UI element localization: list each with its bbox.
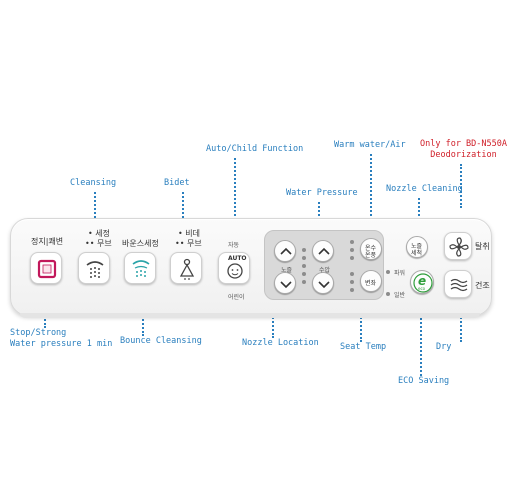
bidet-label-2: •• 무브 bbox=[175, 239, 202, 248]
callout-only-for-line1: Only for BD-N550A bbox=[420, 139, 507, 149]
warm-water-air-button[interactable]: 온수 온풍 bbox=[360, 238, 382, 260]
warm-label-1: 온수 bbox=[365, 245, 377, 252]
warm-label-2: 온풍 bbox=[365, 252, 377, 259]
wind-icon bbox=[450, 278, 468, 292]
leader-seat bbox=[360, 298, 362, 342]
stop-button[interactable] bbox=[30, 252, 62, 284]
leader-bidet bbox=[182, 192, 184, 222]
chevron-up-icon bbox=[318, 247, 330, 255]
cleansing-label-2: •• 무브 bbox=[85, 239, 112, 248]
bounce-cleansing-button[interactable] bbox=[124, 252, 156, 284]
callout-water-pressure: Water Pressure bbox=[286, 188, 358, 198]
callout-only-for-line2: Deodorization bbox=[430, 149, 497, 160]
leader-nozzle-loc bbox=[272, 298, 274, 338]
nozzle-clean-label-2: 세척 bbox=[411, 250, 423, 257]
stop-square-icon bbox=[37, 259, 57, 279]
nozzle-back-button[interactable] bbox=[274, 272, 296, 294]
led bbox=[302, 280, 306, 284]
led bbox=[302, 272, 306, 276]
auto-child-button[interactable]: AUTO bbox=[218, 252, 250, 284]
nozzle-level-leds bbox=[302, 248, 306, 288]
auto-button-text: AUTO bbox=[228, 255, 247, 262]
leader-pressure bbox=[318, 202, 320, 232]
callout-stop-strong-line1: Stop/Strong bbox=[10, 328, 67, 338]
led bbox=[302, 248, 306, 252]
normal-led bbox=[386, 292, 390, 296]
led bbox=[302, 264, 306, 268]
callout-stop-strong: Stop/Strong Water pressure 1 min bbox=[10, 328, 112, 349]
callout-dry: Dry bbox=[436, 342, 452, 352]
chevron-down-icon bbox=[318, 281, 330, 289]
fan-icon bbox=[449, 237, 469, 257]
child-label: 어린이 bbox=[228, 294, 245, 301]
callout-seat-temp: Seat Temp bbox=[340, 342, 387, 352]
deodorization-button[interactable] bbox=[444, 232, 472, 260]
callout-auto-child: Auto/Child Function bbox=[206, 144, 304, 154]
panel-base-shadow bbox=[20, 313, 480, 318]
bidet-person-icon bbox=[179, 258, 195, 280]
leader-deodor bbox=[460, 164, 462, 208]
callout-nozzle-location: Nozzle Location bbox=[242, 338, 319, 348]
dry-label: 건조 bbox=[475, 281, 490, 290]
leader-cleansing bbox=[94, 192, 96, 222]
led bbox=[350, 240, 354, 244]
nozzle-label: 노즐 bbox=[281, 267, 293, 274]
cleansing-button[interactable] bbox=[78, 252, 110, 284]
leader-nozzle-clean bbox=[418, 198, 420, 228]
led bbox=[350, 272, 354, 276]
seat-temp-button[interactable]: 변좌 bbox=[360, 270, 382, 292]
stop-label: 정지|쾌변 bbox=[31, 237, 64, 246]
nozzle-forward-button[interactable] bbox=[274, 240, 296, 262]
child-face-icon bbox=[227, 263, 243, 279]
led bbox=[350, 288, 354, 292]
leader-warm bbox=[370, 154, 372, 232]
callout-only-for-model: Only for BD-N550A Deodorization bbox=[420, 139, 507, 160]
cleansing-spray-icon bbox=[86, 261, 104, 278]
eco-sub: eco bbox=[418, 286, 426, 291]
callout-cleansing: Cleansing bbox=[70, 178, 117, 188]
led bbox=[350, 248, 354, 252]
bidet-label-1: • 비데 bbox=[178, 229, 200, 238]
callout-eco-saving: ECO Saving bbox=[398, 376, 450, 386]
nozzle-cleaning-button[interactable]: 노즐 세척 bbox=[406, 236, 428, 258]
callout-warm-water-air: Warm water/Air bbox=[334, 140, 406, 150]
leader-auto bbox=[234, 158, 236, 224]
seat-label: 변좌 bbox=[365, 280, 377, 287]
power-led bbox=[386, 270, 390, 274]
eco-leaf-icon bbox=[413, 273, 433, 293]
led bbox=[302, 256, 306, 260]
cleansing-label-1: • 세정 bbox=[88, 229, 110, 238]
callout-stop-strong-line2: Water pressure 1 min bbox=[10, 338, 113, 349]
pressure-label: 수압 bbox=[319, 267, 331, 274]
pressure-down-button[interactable] bbox=[312, 272, 334, 294]
leader-dry bbox=[460, 298, 462, 342]
chevron-down-icon bbox=[280, 281, 292, 289]
normal-label: 일반 bbox=[394, 292, 406, 299]
led bbox=[350, 256, 354, 260]
bounce-spray-icon bbox=[132, 260, 150, 277]
nozzle-clean-label-1: 노즐 bbox=[411, 243, 423, 250]
auto-label: 자동 bbox=[228, 242, 240, 249]
bidet-button[interactable] bbox=[170, 252, 202, 284]
warm-level-leds bbox=[350, 240, 354, 264]
pressure-up-button[interactable] bbox=[312, 240, 334, 262]
chevron-up-icon bbox=[280, 247, 292, 255]
power-label: 파워 bbox=[394, 270, 406, 277]
deodor-label: 탈취 bbox=[475, 242, 490, 251]
led bbox=[350, 280, 354, 284]
eco-letter: e bbox=[418, 274, 427, 288]
dry-button[interactable] bbox=[444, 270, 472, 298]
bounce-label: 바운스세정 bbox=[122, 239, 159, 248]
callout-nozzle-cleaning: Nozzle Cleaning bbox=[386, 184, 463, 194]
callout-bidet: Bidet bbox=[164, 178, 190, 188]
seat-level-leds bbox=[350, 272, 354, 296]
leader-eco bbox=[420, 298, 422, 376]
eco-button[interactable]: e eco bbox=[410, 270, 434, 294]
callout-bounce-cleansing: Bounce Cleansing bbox=[120, 336, 202, 346]
